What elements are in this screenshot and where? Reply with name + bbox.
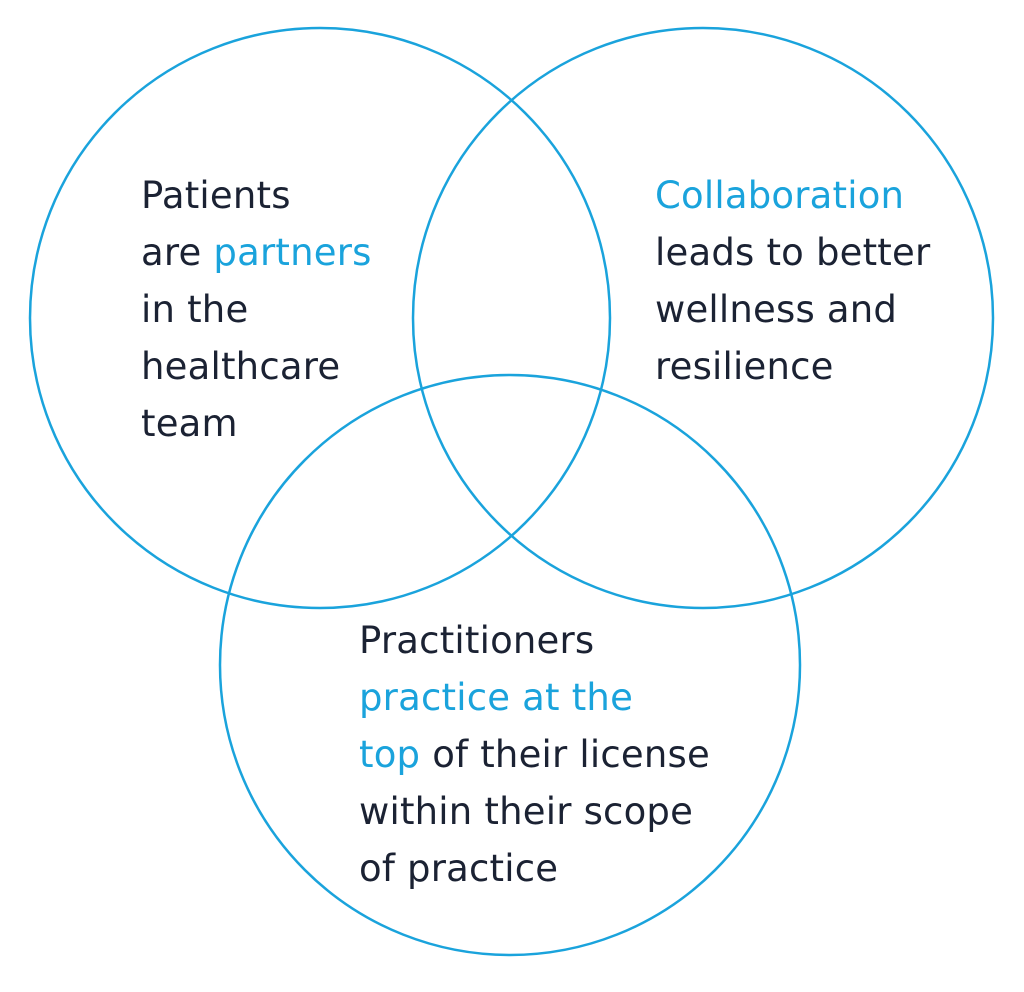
text-line: healthcare	[141, 338, 372, 395]
text-line: practice at the	[359, 669, 710, 726]
venn-circle-practitioners	[218, 373, 802, 957]
body-text: wellness and	[655, 288, 898, 331]
body-text: within their scope	[359, 790, 694, 833]
text-line: are partners	[141, 224, 372, 281]
body-text: of their license	[420, 733, 710, 776]
venn-circle-patients	[28, 26, 612, 610]
circle-text-patients: Patients are partners in the healthcare team	[141, 167, 372, 452]
highlight-text: partners	[213, 231, 372, 274]
text-line: Collaboration	[655, 167, 930, 224]
body-text: leads to better	[655, 231, 931, 274]
text-line: resilience	[655, 338, 930, 395]
circle-text-practitioners: Practitioners practice at the top of their…	[359, 612, 710, 897]
body-text: in the	[141, 288, 249, 331]
body-text: healthcare	[141, 345, 341, 388]
text-line: of practice	[359, 840, 710, 897]
body-text: are	[141, 231, 214, 274]
text-line: Patients	[141, 167, 372, 224]
body-text: Practitioners	[359, 619, 595, 662]
venn-circle-collaboration	[411, 26, 995, 610]
body-text: team	[141, 402, 238, 445]
text-line: within their scope	[359, 783, 710, 840]
text-line: top of their license	[359, 726, 710, 783]
circle-text-collaboration: Collaboration leads to better wellness and…	[655, 167, 930, 395]
highlight-text: top	[359, 733, 421, 776]
body-text: resilience	[655, 345, 834, 388]
highlight-text: Collaboration	[655, 174, 905, 217]
text-line: Practitioners	[359, 612, 710, 669]
text-line: wellness and	[655, 281, 930, 338]
body-text: of practice	[359, 847, 559, 890]
body-text: Patients	[141, 174, 291, 217]
text-line: in the	[141, 281, 372, 338]
text-line: team	[141, 395, 372, 452]
text-line: leads to better	[655, 224, 930, 281]
highlight-text: practice at the	[359, 676, 634, 719]
